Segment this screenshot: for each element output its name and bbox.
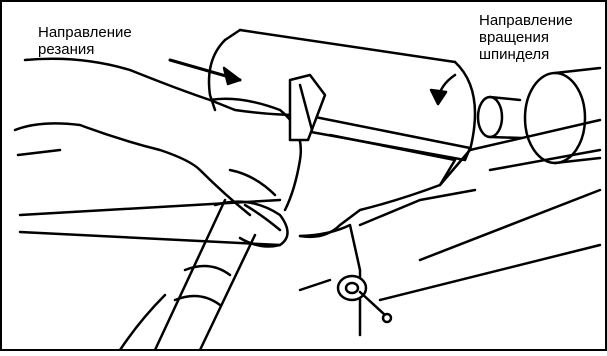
cutting-direction-label: Направление резания [38, 24, 132, 58]
spindle-direction-label: Направление вращения шпинделя [479, 12, 573, 63]
